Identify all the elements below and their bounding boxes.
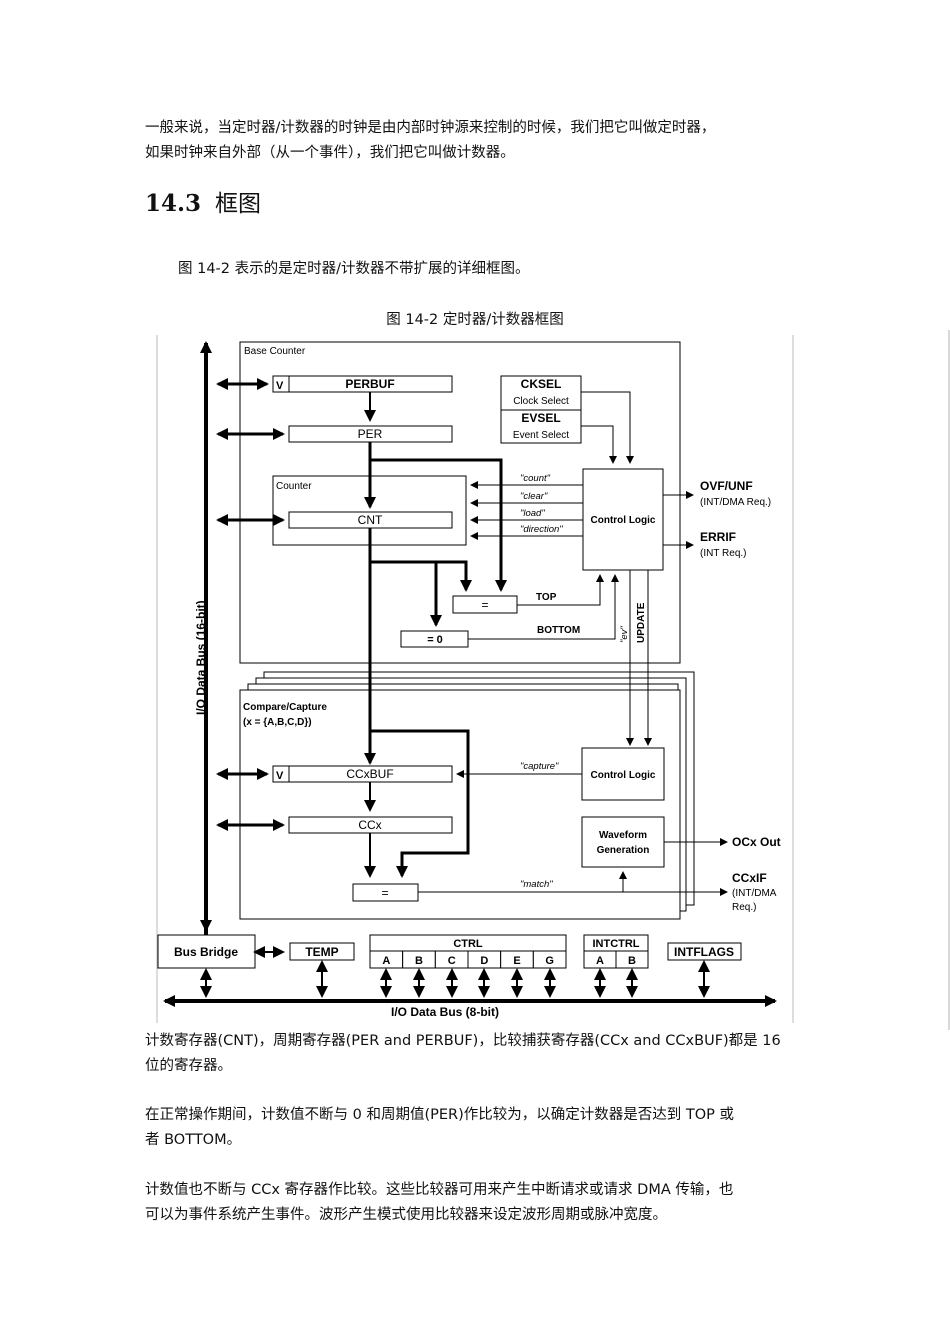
base-counter-title: Base Counter — [244, 346, 306, 357]
top-comparator: = — [481, 598, 488, 612]
compare-line-1: 在正常操作期间，计数值不断与 0 和周期值(PER)作比较为，以确定计数器是否达… — [145, 1107, 734, 1123]
bus8-label: I/O Data Bus (8-bit) — [391, 1005, 499, 1019]
intflags-register: INTFLAGS — [674, 945, 734, 959]
intro-paragraph: 一般来说，当定时器/计数器的时钟是由内部时钟源来控制的时候，我们把它叫做定时器，… — [145, 116, 810, 166]
ctrl-cell-e: E — [513, 955, 520, 967]
bus16-label: I/O Data Bus (16-bit) — [194, 600, 208, 715]
perbuf-register: PERBUF — [345, 377, 394, 391]
ctrl-cell-g: G — [545, 955, 554, 967]
figure-caption: 图 14-2 定时器/计数器框图 — [386, 312, 564, 328]
bottom-comparator: = 0 — [427, 634, 443, 646]
errif-label: ERRIF — [700, 530, 736, 544]
ccx-paragraph: 计数值也不断与 CCx 寄存器作比较。这些比较器可用来产生中断请求或请求 DMA… — [145, 1178, 810, 1228]
ccx-register: CCx — [358, 818, 381, 832]
intctrl-register: INTCTRL — [592, 938, 639, 950]
counter-title: Counter — [276, 481, 312, 492]
evsel-sub: Event Select — [513, 430, 569, 441]
waveform-line1: Waveform — [599, 830, 647, 841]
block-diagram: Base Counter I/O Data Bus (16-bit) V PER… — [156, 335, 794, 1023]
lead-paragraph: 图 14-2 表示的是定时器/计数器不带扩展的详细框图。 — [178, 261, 530, 277]
intro-line-2: 如果时钟来自外部（从一个事件），我们把它叫做计数器。 — [145, 145, 515, 161]
match-comparator: = — [381, 886, 388, 900]
waveform-line2: Generation — [597, 845, 650, 856]
compare-line-2: 者 BOTTOM。 — [145, 1132, 242, 1148]
update-label: UPDATE — [636, 602, 647, 643]
compare-paragraph: 在正常操作期间，计数值不断与 0 和周期值(PER)作比较为，以确定计数器是否达… — [145, 1103, 810, 1153]
cksel-label: CKSEL — [521, 377, 562, 391]
sig-match: "match" — [520, 879, 553, 890]
register-line-2: 位的寄存器。 — [145, 1058, 232, 1074]
ovf-sub: (INT/DMA Req.) — [700, 497, 771, 508]
top-label: TOP — [536, 592, 557, 603]
section-title: 框图 — [215, 191, 262, 217]
register-line-1: 计数寄存器(CNT)，周期寄存器(PER and PERBUF)，比较捕获寄存器… — [145, 1033, 781, 1049]
cc-sub: (x = {A,B,C,D}) — [243, 717, 312, 728]
ccx-line-2: 可以为事件系统产生事件。波形产生模式使用比较器来设定波形周期或脉冲宽度。 — [145, 1207, 667, 1223]
ccx-line-1: 计数值也不断与 CCx 寄存器作比较。这些比较器可用来产生中断请求或请求 DMA… — [145, 1182, 734, 1198]
sig-count: "count" — [520, 473, 551, 484]
ctrl-register: CTRL — [453, 938, 483, 950]
sig-capture: "capture" — [520, 761, 559, 772]
sig-clear: "clear" — [520, 491, 548, 502]
page-edge — [948, 330, 950, 1030]
ctrl-cell-a: A — [382, 955, 390, 967]
control-logic-cc: Control Logic — [591, 770, 656, 781]
ccxif-sub1: (INT/DMA — [732, 888, 777, 899]
ovf-label: OVF/UNF — [700, 479, 753, 493]
sig-load: "load" — [520, 508, 545, 519]
section-heading: 14.3 框图 — [145, 184, 261, 218]
errif-sub: (INT Req.) — [700, 548, 747, 559]
ccxif-sub2: Req.) — [732, 902, 756, 913]
ccxbuf-register: CCxBUF — [346, 767, 393, 781]
temp-register: TEMP — [305, 945, 338, 959]
ev-label: "ev" — [619, 626, 630, 643]
intctrl-cell-b: B — [628, 955, 636, 967]
ctrl-cell-c: C — [448, 955, 456, 967]
sig-direction: "direction" — [520, 524, 563, 535]
cc-title: Compare/Capture — [243, 702, 327, 713]
cksel-sub: Clock Select — [513, 396, 569, 407]
per-register: PER — [358, 427, 383, 441]
ccxbuf-v-label: V — [276, 770, 284, 782]
intro-line-1: 一般来说，当定时器/计数器的时钟是由内部时钟源来控制的时候，我们把它叫做定时器， — [145, 120, 716, 136]
register-paragraph: 计数寄存器(CNT)，周期寄存器(PER and PERBUF)，比较捕获寄存器… — [145, 1029, 810, 1079]
ctrl-cell-b: B — [415, 955, 423, 967]
bottom-label: BOTTOM — [537, 625, 580, 636]
bus-stubs — [200, 960, 710, 998]
ctrl-cell-d: D — [480, 955, 488, 967]
ocx-out-label: OCx Out — [732, 835, 781, 849]
evsel-label: EVSEL — [521, 411, 560, 425]
section-number: 14.3 — [145, 190, 202, 217]
intctrl-cell-a: A — [596, 955, 604, 967]
control-logic-top: Control Logic — [591, 515, 656, 526]
perbuf-v-label: V — [276, 380, 284, 392]
ccxif-label: CCxIF — [732, 871, 767, 885]
bus-bridge: Bus Bridge — [174, 945, 238, 959]
cnt-register: CNT — [358, 513, 383, 527]
